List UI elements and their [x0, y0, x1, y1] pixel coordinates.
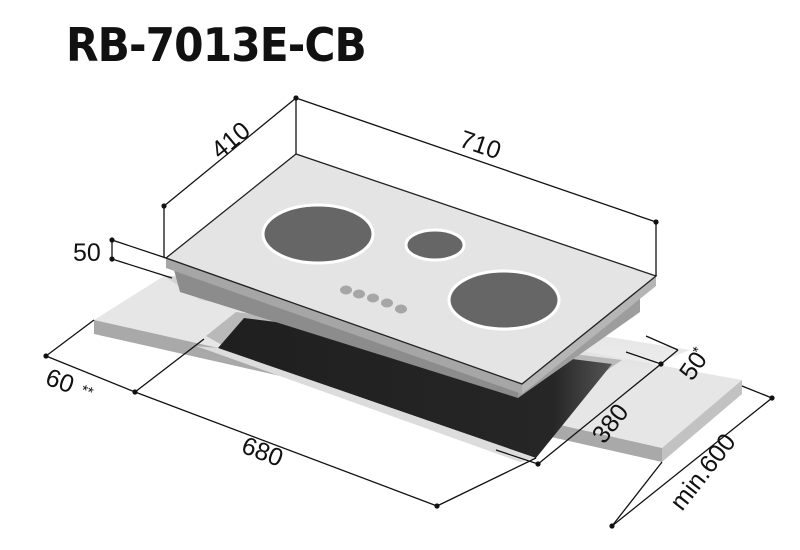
- dimension-lines: [45, 97, 773, 527]
- cutout-front-lip: [196, 346, 536, 462]
- control-dot: [353, 289, 365, 299]
- control-dot: [381, 298, 393, 308]
- touch-controls: [340, 285, 407, 314]
- cooking-zone-large-right: [447, 269, 561, 331]
- dim-label-hob-width: 710: [456, 125, 505, 165]
- cooktop-front-edge: [166, 258, 522, 394]
- cooking-zone-small-center: [404, 228, 466, 262]
- model-title: RB-7013E-CB: [66, 18, 367, 72]
- cooktop-body: [174, 270, 518, 398]
- countertop-right-edge: [662, 380, 742, 462]
- dimension-endpoints: [43, 95, 775, 529]
- dim-mark-side-clearance: **: [79, 382, 96, 402]
- dim-label-hob-height: 50: [73, 239, 101, 267]
- control-dot: [367, 293, 379, 303]
- cooktop: [164, 153, 658, 398]
- dim-label-side-clearance: 60: [42, 363, 78, 399]
- cooking-zone-large-left: [261, 203, 375, 265]
- control-dot: [395, 304, 407, 314]
- control-dot: [340, 285, 352, 295]
- cooktop-right-edge: [522, 276, 656, 394]
- dim-label-hob-depth: 410: [206, 116, 256, 164]
- dim-label-cutout-width: 680: [238, 431, 287, 472]
